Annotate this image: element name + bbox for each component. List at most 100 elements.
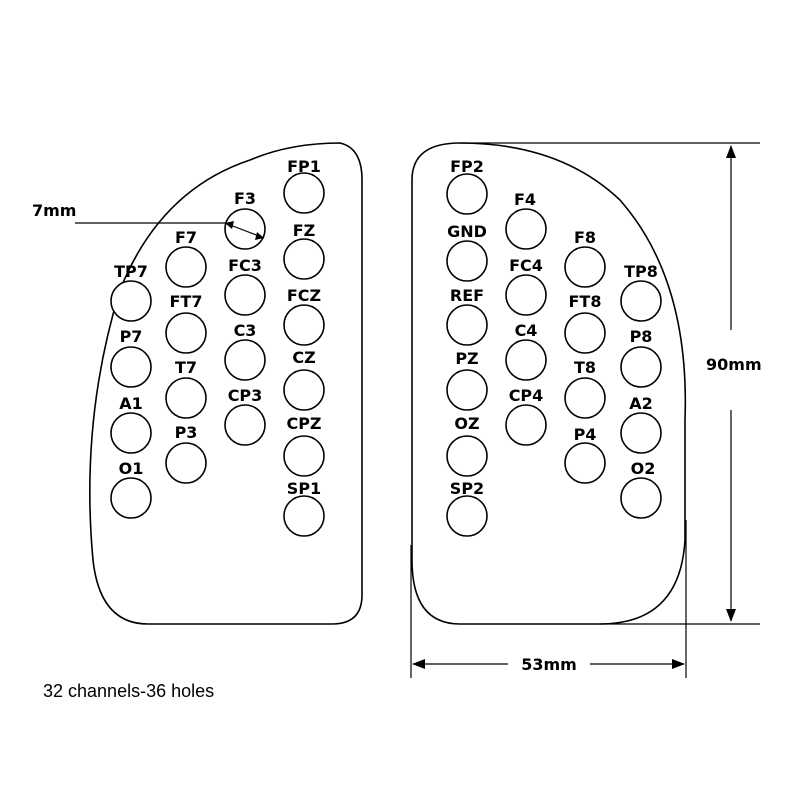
hole-label: CP4	[509, 386, 544, 405]
electrode-hole	[446, 495, 488, 537]
hole-P8: P8	[620, 327, 662, 388]
hole-label: P7	[120, 327, 143, 346]
electrode-hole	[446, 435, 488, 477]
hole-OZ: OZ	[446, 414, 488, 477]
hole-label: T7	[175, 358, 197, 377]
electrode-hole	[564, 377, 606, 419]
hole-FC3: FC3	[224, 256, 266, 316]
hole-F8: F8	[564, 228, 606, 288]
hole-CP4: CP4	[505, 386, 547, 446]
electrode-hole	[505, 208, 547, 250]
electrode-hole	[283, 238, 325, 280]
hole-F3: F3	[224, 189, 266, 250]
electrode-hole	[446, 173, 488, 215]
hole-label: FP2	[450, 157, 484, 176]
arrow-head-icon	[255, 232, 264, 240]
electrode-hole	[110, 477, 152, 519]
electrode-hole	[564, 442, 606, 484]
hole-C3: C3	[224, 321, 266, 381]
hole-A2: A2	[620, 394, 662, 454]
arrow-down-icon	[726, 609, 736, 622]
electrode-hole	[110, 346, 152, 388]
electrode-hole	[283, 172, 325, 214]
electrode-hole	[224, 208, 266, 250]
right-panel-holes: FP2 F4 GND F8 FC4 TP8 REF FT8 C4 P8 PZ T…	[446, 157, 662, 537]
hole-label: O1	[119, 459, 144, 478]
hole-label: T8	[574, 358, 596, 377]
hole-label: REF	[450, 286, 484, 305]
hole-label: SP1	[287, 479, 321, 498]
hole-SP2: SP2	[446, 479, 488, 537]
height-dimension: 90mm	[460, 142, 762, 625]
hole-label: GND	[447, 222, 487, 241]
hole-label: FT8	[569, 292, 602, 311]
electrode-hole	[505, 339, 547, 381]
hole-label: FZ	[293, 221, 316, 240]
hole-label: OZ	[454, 414, 479, 433]
electrode-hole	[165, 246, 207, 288]
hole-FCZ: FCZ	[283, 286, 325, 346]
hole-SP1: SP1	[283, 479, 325, 537]
hole-label: F4	[514, 190, 536, 209]
hole-CZ: CZ	[283, 348, 325, 411]
electrode-hole	[505, 274, 547, 316]
hole-label: PZ	[455, 349, 478, 368]
arrow-right-icon	[672, 659, 685, 669]
hole-label: P4	[574, 425, 597, 444]
electrode-hole	[165, 377, 207, 419]
electrode-hole	[564, 246, 606, 288]
electrode-hole	[283, 304, 325, 346]
hole-PZ: PZ	[446, 349, 488, 411]
hole-label: F8	[574, 228, 596, 247]
hole-label: P8	[630, 327, 653, 346]
hole-F4: F4	[505, 190, 547, 250]
hole-P4: P4	[564, 425, 606, 484]
hole-FP2: FP2	[446, 157, 488, 215]
hole-CPZ: CPZ	[283, 414, 325, 477]
hole-label: CZ	[292, 348, 315, 367]
electrode-hole	[505, 404, 547, 446]
hole-label: F3	[234, 189, 256, 208]
hole-label: FC3	[228, 256, 262, 275]
hole-A1: A1	[110, 394, 152, 454]
electrode-hole	[165, 442, 207, 484]
hole-label: TP8	[624, 262, 658, 281]
hole-label: F7	[175, 228, 197, 247]
electrode-hole	[110, 280, 152, 322]
arrow-head-icon	[225, 221, 234, 229]
hole-F7: F7	[165, 228, 207, 288]
arrow-up-icon	[726, 145, 736, 158]
hole-FZ: FZ	[283, 221, 325, 280]
hole-C4: C4	[505, 321, 547, 381]
hole-label: C3	[234, 321, 257, 340]
hole-label: C4	[515, 321, 538, 340]
hole-label: O2	[631, 459, 656, 478]
width-dimension: 53mm	[410, 520, 687, 678]
height-label: 90mm	[706, 355, 762, 374]
hole-label: TP7	[114, 262, 148, 281]
hole-label: SP2	[450, 479, 484, 498]
hole-P7: P7	[110, 327, 152, 388]
electrode-hole	[620, 412, 662, 454]
hole-label: FP1	[287, 157, 321, 176]
left-panel-holes: FP1 F3 FZ F7 FC3 TP7 FCZ FT7 C3 P7 CZ T7…	[110, 157, 325, 537]
electrode-hole	[620, 280, 662, 322]
electrode-hole	[564, 312, 606, 354]
hole-CP3: CP3	[224, 386, 266, 446]
hole-label: A1	[119, 394, 143, 413]
hole-label: P3	[175, 423, 198, 442]
electrode-hole	[620, 477, 662, 519]
hole-GND: GND	[446, 222, 488, 282]
hole-T7: T7	[165, 358, 207, 419]
electrode-hole	[283, 435, 325, 477]
hole-label: CPZ	[286, 414, 321, 433]
hole-FP1: FP1	[283, 157, 325, 214]
hole-REF: REF	[446, 286, 488, 346]
arrow-left-icon	[412, 659, 425, 669]
hole-label: A2	[629, 394, 653, 413]
electrode-hole	[283, 495, 325, 537]
electrode-hole	[446, 304, 488, 346]
hole-label: FT7	[170, 292, 203, 311]
hole-TP7: TP7	[110, 262, 152, 322]
